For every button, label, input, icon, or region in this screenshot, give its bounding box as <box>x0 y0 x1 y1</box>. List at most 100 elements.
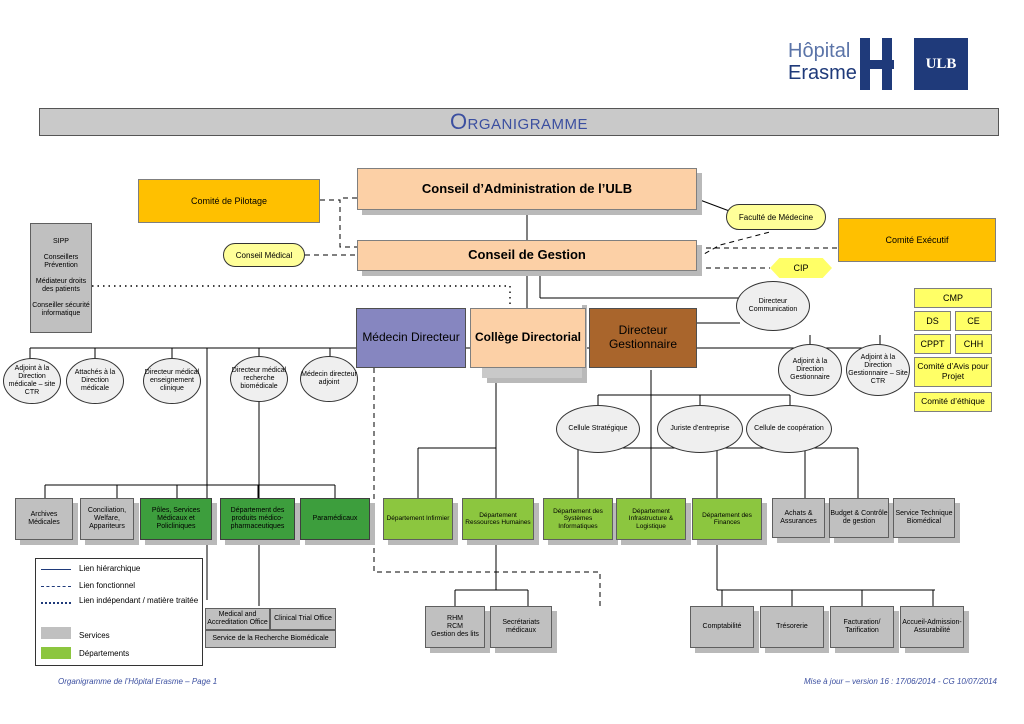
comite-executif-box: Comité Exécutif <box>838 218 996 262</box>
dept-label: Achats & Assurances <box>780 509 817 525</box>
comite-ethique-label: Comité d’éthique <box>921 396 985 407</box>
dept-label: Département Ressources Humaines <box>465 511 531 526</box>
legend-departements: Départements <box>79 649 130 658</box>
directeur-gestionnaire-box: Directeur Gestionnaire <box>589 308 697 368</box>
page-title-bar: Organigramme <box>39 108 999 136</box>
conseil-gestion-label: Conseil de Gestion <box>468 247 586 263</box>
conseil-gestion-box: Conseil de Gestion <box>357 240 697 271</box>
box-label: Secrétariats médicaux <box>502 618 540 634</box>
legend-services: Services <box>79 631 110 640</box>
oval-label: Directeur médical recherche biomédicale <box>231 366 287 391</box>
oval-directeur-enseignement: Directeur médical enseignement clinique <box>143 358 201 404</box>
oval-adjoint-direction-medicale: Adjoint à la Direction médicale – site C… <box>3 358 61 404</box>
oval-label: Médecin directeur adjoint <box>301 370 357 386</box>
dept-rh: Département Ressources Humaines <box>462 498 534 540</box>
box-label: Trésorerie <box>776 622 808 630</box>
conseil-medical-label: Conseil Médical <box>235 250 293 260</box>
dept-label: Département des produits médico-pharmace… <box>230 506 285 531</box>
conseil-administration-box: Conseil d’Administration de l’ULB <box>357 168 697 210</box>
box-accueil: Accueil-Admission-Assurabilité <box>900 606 964 648</box>
faculte-medecine-pill: Faculté de Médecine <box>726 204 826 230</box>
footer-left: Organigramme de l’Hôpital Erasme – Page … <box>58 677 218 686</box>
h-cross-icon <box>860 38 894 90</box>
box-rhm: RHM RCM Gestion des lits <box>425 606 485 648</box>
box-label: Facturation/ Tarification <box>843 618 881 634</box>
dept-paramedicaux: Paramédicaux <box>300 498 370 540</box>
cmp-label: CMP <box>943 292 963 303</box>
oval-adjoint-gestionnaire: Adjoint à la Direction Gestionnaire <box>778 344 842 396</box>
cppt-label: CPPT <box>920 338 945 349</box>
chh-box: CHH <box>955 334 992 354</box>
conseil-administration-label: Conseil d’Administration de l’ULB <box>421 180 633 196</box>
college-bottom-bar <box>482 368 582 378</box>
box-label: Accueil-Admission-Assurabilité <box>902 618 962 634</box>
oval-medecin-adjoint: Médecin directeur adjoint <box>300 356 358 402</box>
legend-hier: Lien hiérarchique <box>79 564 141 573</box>
directeur-communication-oval: Directeur Communication <box>736 281 810 331</box>
dept-label: Département des Systèmes Informatiques <box>553 507 603 530</box>
comite-pilotage-box: Comité de Pilotage <box>138 179 320 223</box>
oval-label: Directeur médical enseignement clinique <box>144 368 200 393</box>
dept-label: Département des Finances <box>702 511 752 526</box>
directeur-gestionnaire-label: Directeur Gestionnaire <box>608 323 678 351</box>
oval-attaches-direction: Attachés à la Direction médicale <box>66 358 124 404</box>
comite-executif-label: Comité Exécutif <box>885 234 949 245</box>
dept-infirmier: Département Infirmier <box>383 498 453 540</box>
oval-cellule-cooperation: Cellule de coopération <box>746 405 832 453</box>
sipp-label: SIPP Conseillers Prévention Médiateur dr… <box>32 237 90 318</box>
ce-box: CE <box>955 311 992 331</box>
college-directorial-label: Collège Directorial <box>474 330 582 345</box>
comite-ethique-box: Comité d’éthique <box>914 392 992 412</box>
college-directorial-box: Collège Directorial <box>470 308 586 368</box>
box-secretariats: Secrétariats médicaux <box>490 606 552 648</box>
dept-label: Conciliation, Welfare, Appariteurs <box>87 506 127 531</box>
ulb-logo: ULB <box>914 38 968 90</box>
ds-box: DS <box>914 311 951 331</box>
box-tresorerie: Trésorerie <box>760 606 824 648</box>
box-comptabilite: Comptabilité <box>690 606 754 648</box>
oval-label: Cellule Stratégique <box>568 424 628 432</box>
legend-indep: Lien indépendant / matière traitée <box>79 596 199 605</box>
hospital-logo-line2: Erasme <box>788 62 857 84</box>
oval-label: Juriste d’entreprise <box>670 424 730 432</box>
footer-right: Mise à jour – version 16 : 17/06/2014 - … <box>804 677 998 686</box>
dept-si: Département des Systèmes Informatiques <box>543 498 613 540</box>
dept-label: Paramédicaux <box>312 514 358 522</box>
oval-label: Attachés à la Direction médicale <box>74 368 116 393</box>
cppt-box: CPPT <box>914 334 951 354</box>
cmp-box: CMP <box>914 288 992 308</box>
box-label: RHM RCM Gestion des lits <box>431 614 479 639</box>
dept-archives: Archives Médicales <box>15 498 73 540</box>
dept-label: Département Infirmier <box>386 515 450 523</box>
box-label: Clinical Trial Office <box>274 614 332 622</box>
dept-label: Département Infrastructure & Logistique <box>628 507 674 530</box>
directeur-communication-label: Directeur Communication <box>748 297 798 313</box>
dept-label: Archives Médicales <box>28 510 60 526</box>
chh-label: CHH <box>963 338 984 349</box>
oval-label: Adjoint à la Direction Gestionnaire – Si… <box>848 353 908 386</box>
box-label: Medical and Accreditation Office <box>207 610 268 626</box>
ce-label: CE <box>967 315 980 326</box>
dept-label: Budget & Contrôle de gestion <box>830 509 888 525</box>
hospital-logo: Hôpital Erasme <box>788 38 898 92</box>
ds-label: DS <box>926 315 939 326</box>
dept-conciliation: Conciliation, Welfare, Appariteurs <box>80 498 134 540</box>
dept-infrastructure: Département Infrastructure & Logistique <box>616 498 686 540</box>
cip-label: CIP <box>793 262 809 273</box>
oval-adjoint-gestionnaire-ctr: Adjoint à la Direction Gestionnaire – Si… <box>846 344 910 396</box>
dept-produits: Département des produits médico-pharmace… <box>220 498 295 540</box>
medecin-directeur-label: Médecin Directeur <box>362 330 460 345</box>
ulb-logo-text: ULB <box>925 55 957 72</box>
dept-label: Service Technique Biomédical <box>895 509 953 525</box>
box-recherche-biomedicale: Service de la Recherche Biomédicale <box>205 630 336 648</box>
medecin-directeur-box: Médecin Directeur <box>356 308 466 368</box>
dept-achats: Achats & Assurances <box>772 498 825 538</box>
legend-fonc: Lien fonctionnel <box>79 581 136 590</box>
dept-poles: Pôles, Services Médicaux et Policlinique… <box>140 498 212 540</box>
oval-label: Adjoint à la Direction médicale – site C… <box>8 364 56 397</box>
comite-avis-label: Comité d’Avis pour Projet <box>917 361 989 381</box>
box-medical-accreditation: Medical and Accreditation Office <box>205 608 270 630</box>
sipp-box: SIPP Conseillers Prévention Médiateur dr… <box>30 223 92 333</box>
comite-pilotage-label: Comité de Pilotage <box>190 195 268 206</box>
comite-avis-box: Comité d’Avis pour Projet <box>914 357 992 387</box>
